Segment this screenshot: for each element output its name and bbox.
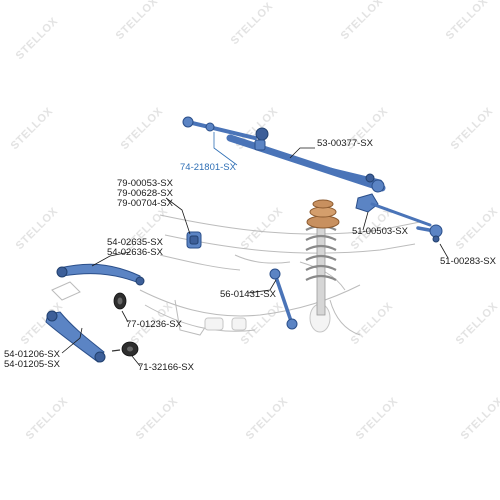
watermark-text: STELLOX — [239, 205, 286, 252]
part-labels: 74-21801-SX 53-00377-SX 79-00053-SX 79-0… — [4, 138, 497, 373]
watermark-text: STELLOX — [354, 395, 401, 442]
arm-bushing-part — [113, 292, 127, 310]
label-stabilizer-bushing-3: 79-00704-SX — [117, 198, 174, 209]
label-lower-bushing: 71-32166-SX — [138, 362, 195, 373]
watermark-text: STELLOX — [14, 15, 61, 62]
label-upper-arm-2: 54-02636-SX — [107, 247, 164, 258]
watermark-text: STELLOX — [349, 300, 396, 347]
steering-linkage-part — [182, 116, 386, 193]
label-tie-rod-end: 51-00283-SX — [440, 256, 497, 267]
stabilizer-link-part — [269, 268, 298, 330]
idler-arm-part — [355, 193, 432, 227]
watermark-text: STELLOX — [454, 205, 500, 252]
watermark-text: STELLOX — [454, 300, 500, 347]
watermark-text: STELLOX — [14, 205, 61, 252]
watermark-text: STELLOX — [459, 395, 500, 442]
upper-arm-part — [56, 263, 145, 286]
lower-arm-part — [45, 310, 106, 363]
watermark-text: STELLOX — [114, 0, 161, 42]
watermark-text: STELLOX — [339, 0, 386, 42]
strut-assembly — [305, 199, 340, 316]
stabilizer-bushing-part — [186, 231, 202, 249]
leader-lines — [61, 132, 449, 367]
watermark-text: STELLOX — [449, 105, 496, 152]
label-steering-linkage: 53-00377-SX — [317, 138, 374, 149]
label-lower-arm-1: 54-01206-SX — [4, 349, 61, 360]
watermark-text: STELLOX — [444, 0, 491, 42]
watermark-layer: STELLOX STELLOX STELLOX STELLOX STELLOX STELL… — [9, 0, 500, 442]
tie-rod-end-part — [416, 224, 443, 243]
watermark-text: STELLOX — [9, 105, 56, 152]
label-stabilizer-bushing-1: 79-00053-SX — [117, 178, 174, 189]
watermark-text: STELLOX — [24, 395, 71, 442]
subframe-ghost — [51, 214, 421, 336]
watermark-text: STELLOX — [134, 395, 181, 442]
label-stabilizer-bushing-2: 79-00628-SX — [117, 188, 174, 199]
watermark-text: STELLOX — [229, 0, 276, 47]
label-upper-arm-1: 54-02635-SX — [107, 237, 164, 248]
label-arm-bushing: 77-01236-SX — [126, 319, 183, 330]
lower-bushing-part — [111, 341, 139, 357]
label-idler-arm: 51-00503-SX — [352, 226, 409, 237]
label-stabilizer-link: 56-01431-SX — [220, 289, 277, 300]
watermark-text: STELLOX — [244, 395, 291, 442]
watermark-text: STELLOX — [119, 105, 166, 152]
label-lower-arm-2: 54-01205-SX — [4, 359, 61, 370]
label-tie-rod: 74-21801-SX — [180, 162, 237, 173]
